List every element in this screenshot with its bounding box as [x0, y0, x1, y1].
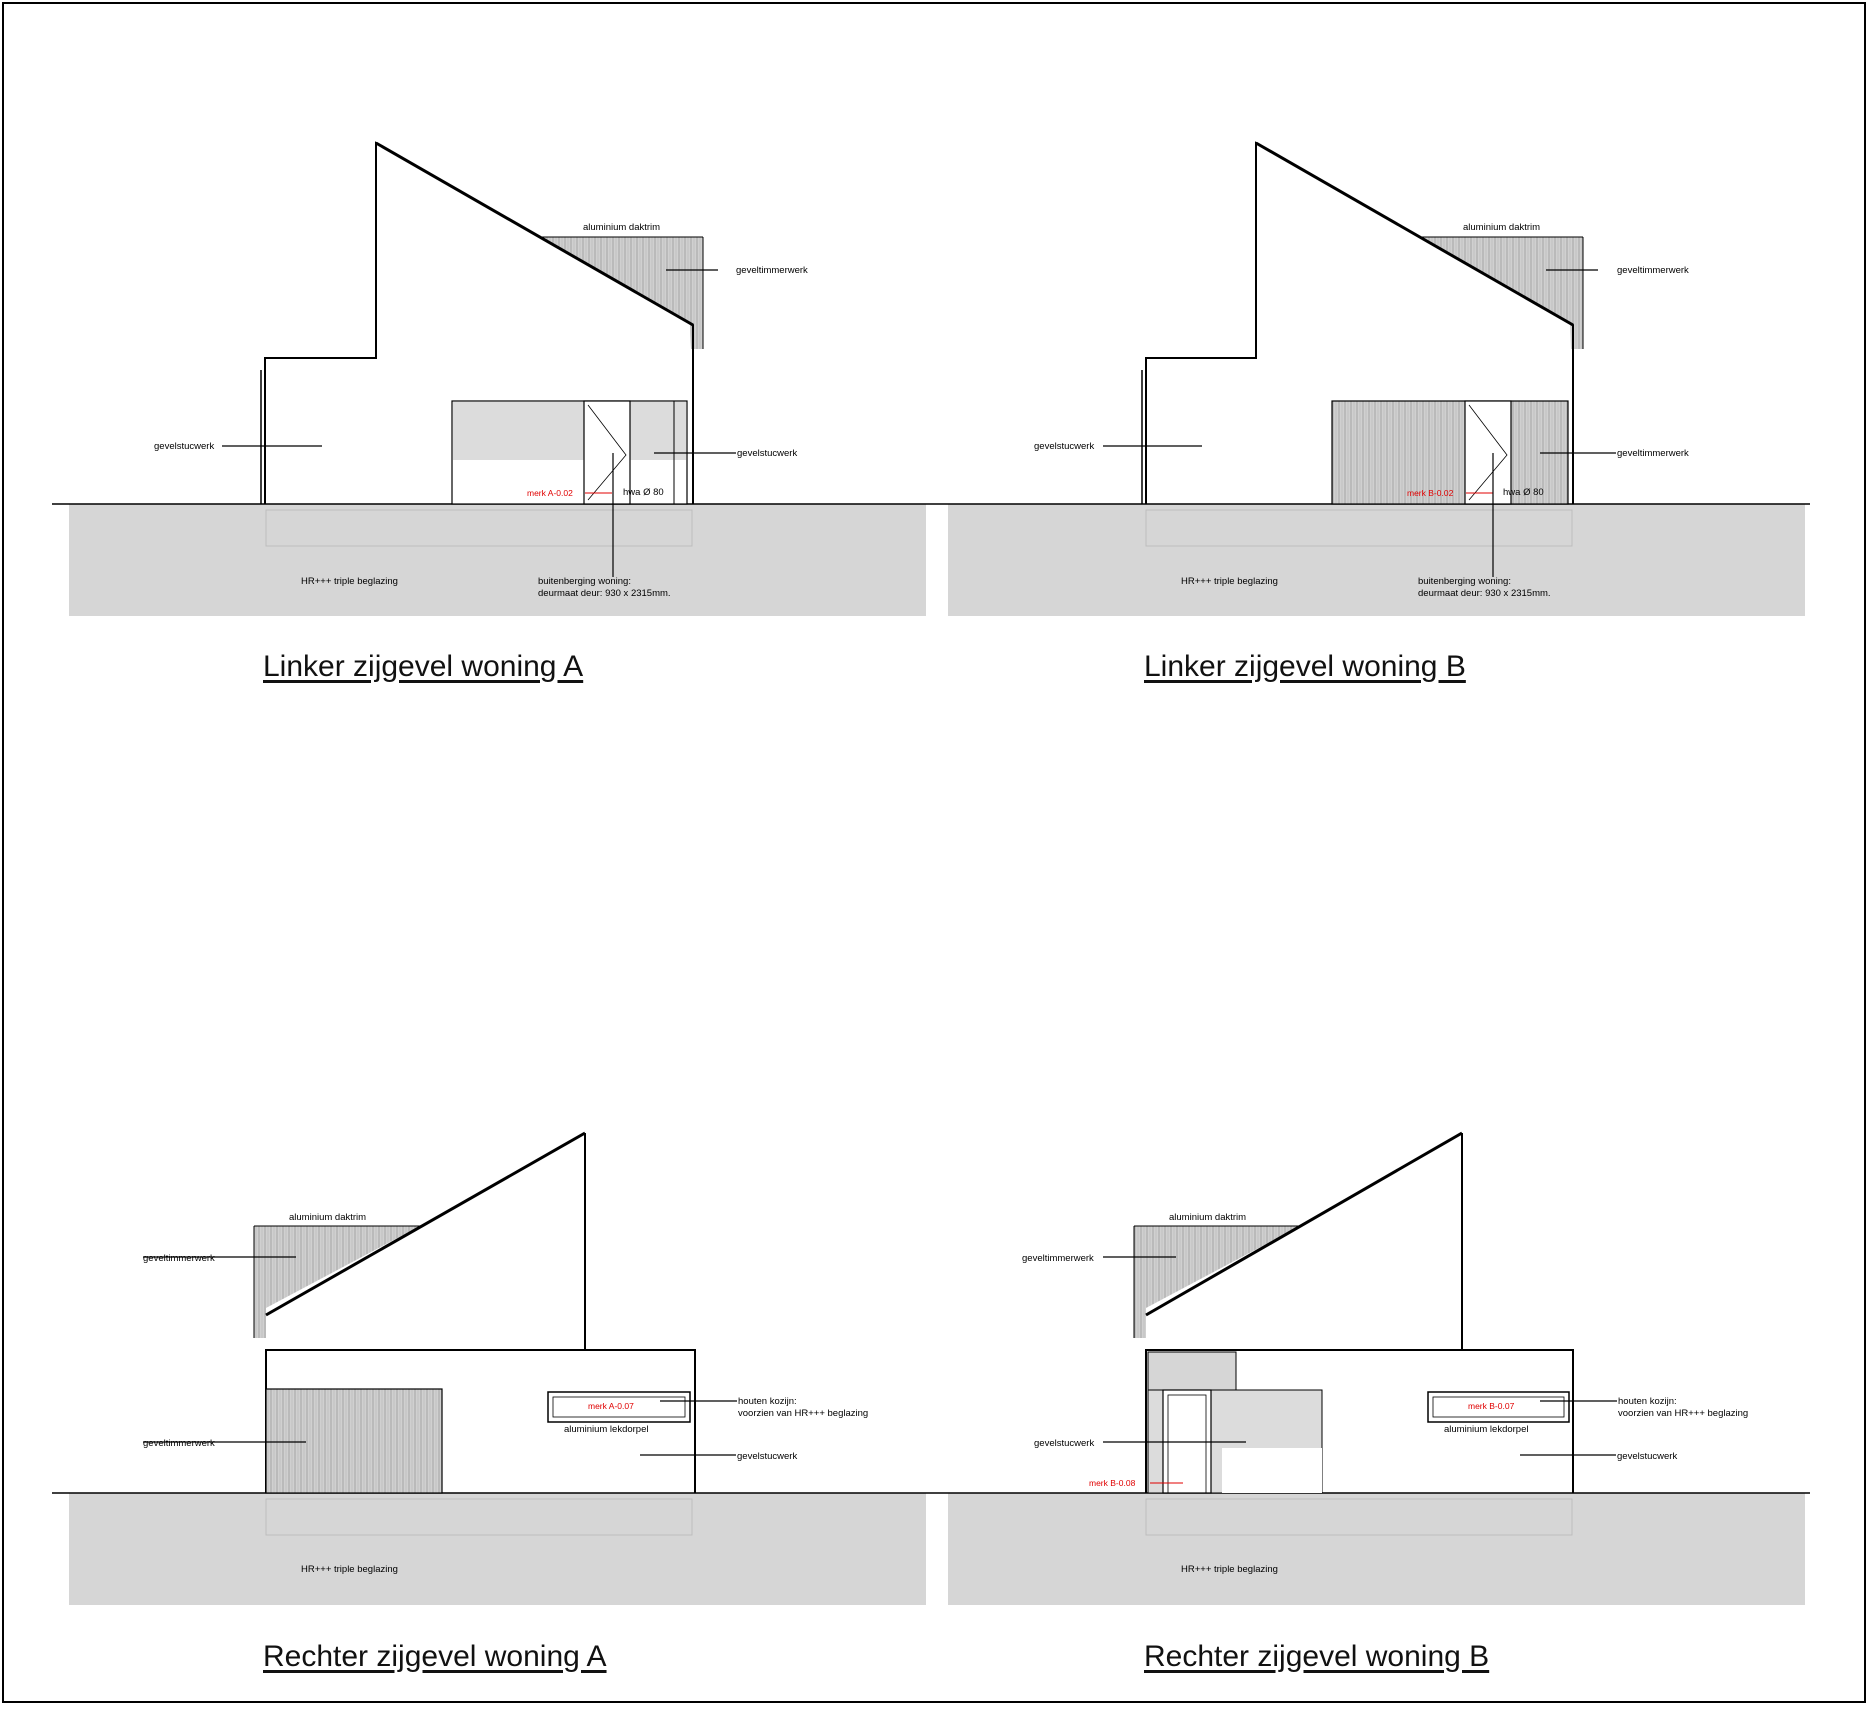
label-aluminium-daktrim: aluminium daktrim	[1169, 1212, 1246, 1223]
foundation-outline	[265, 509, 693, 547]
label-hwa: hwa Ø 80	[623, 487, 664, 498]
label-gevelstucwerk: gevelstucwerk	[1617, 1451, 1677, 1462]
label-geveltimmerwerk-right: geveltimmerwerk	[1617, 448, 1689, 459]
label-lekdorpel: aluminium lekdorpel	[1444, 1424, 1528, 1435]
label-aluminium-daktrim: aluminium daktrim	[1463, 222, 1540, 233]
title-left-a: Linker zijgevel woning A	[263, 650, 584, 683]
label-hr-glazing: HR+++ triple beglazing	[1181, 576, 1278, 587]
label-lekdorpel: aluminium lekdorpel	[564, 1424, 648, 1435]
label-kozijn-1: houten kozijn:	[738, 1396, 797, 1407]
label-gevelstucwerk-left: gevelstucwerk	[1034, 1438, 1094, 1449]
label-red-tag: merk B-0.02	[1407, 488, 1454, 498]
label-hr-glazing: HR+++ triple beglazing	[301, 1564, 398, 1575]
cladding-gable	[540, 237, 703, 349]
label-buitenberging-2: deurmaat deur: 930 x 2315mm.	[1418, 588, 1551, 599]
label-hwa: hwa Ø 80	[1503, 487, 1544, 498]
elevation-right-a: aluminium daktrim geveltimmerwerk gevelt…	[52, 1131, 940, 1605]
ground-fill	[69, 504, 926, 616]
elevation-left-b: aluminium daktrim geveltimmerwerk gevels…	[940, 141, 1810, 616]
label-hr-glazing: HR+++ triple beglazing	[301, 576, 398, 587]
label-buitenberging-1: buitenberging woning:	[538, 576, 631, 587]
label-kozijn-2: voorzien van HR+++ beglazing	[1618, 1408, 1748, 1419]
label-gevelstucwerk-left: gevelstucwerk	[154, 441, 214, 452]
title-left-b: Linker zijgevel woning B	[1144, 650, 1466, 683]
label-kozijn-2: voorzien van HR+++ beglazing	[738, 1408, 868, 1419]
elevation-left-a: aluminium daktrim geveltimmerwerk gevels…	[52, 141, 940, 616]
elevation-right-b: aluminium daktrim geveltimmerwerk gevels…	[940, 1131, 1810, 1605]
label-red-tag: merk A-0.02	[527, 488, 573, 498]
label-geveltimmerwerk-top: geveltimmerwerk	[143, 1253, 215, 1264]
label-geveltimmerwerk: geveltimmerwerk	[1617, 265, 1689, 276]
label-geveltimmerwerk-top: geveltimmerwerk	[1022, 1253, 1094, 1264]
house-outline	[264, 141, 694, 504]
title-right-a: Rechter zijgevel woning A	[263, 1640, 607, 1673]
label-buitenberging-2: deurmaat deur: 930 x 2315mm.	[538, 588, 671, 599]
label-gevelstucwerk: gevelstucwerk	[737, 1451, 797, 1462]
label-aluminium-daktrim: aluminium daktrim	[289, 1212, 366, 1223]
title-right-b: Rechter zijgevel woning B	[1144, 1640, 1490, 1673]
door	[583, 400, 631, 505]
label-red-tag: merk B-0.07	[1468, 1401, 1515, 1411]
label-red-tag-door: merk B-0.08	[1089, 1478, 1136, 1488]
label-buitenberging-1: buitenberging woning:	[1418, 576, 1511, 587]
label-hr-glazing: HR+++ triple beglazing	[1181, 1564, 1278, 1575]
label-red-tag: merk A-0.07	[588, 1401, 634, 1411]
label-geveltimmerwerk-bottom: geveltimmerwerk	[143, 1438, 215, 1449]
label-kozijn-1: houten kozijn:	[1618, 1396, 1677, 1407]
label-gevelstucwerk-left: gevelstucwerk	[1034, 441, 1094, 452]
label-gevelstucwerk-right: gevelstucwerk	[737, 448, 797, 459]
label-aluminium-daktrim: aluminium daktrim	[583, 222, 660, 233]
label-geveltimmerwerk: geveltimmerwerk	[736, 265, 808, 276]
